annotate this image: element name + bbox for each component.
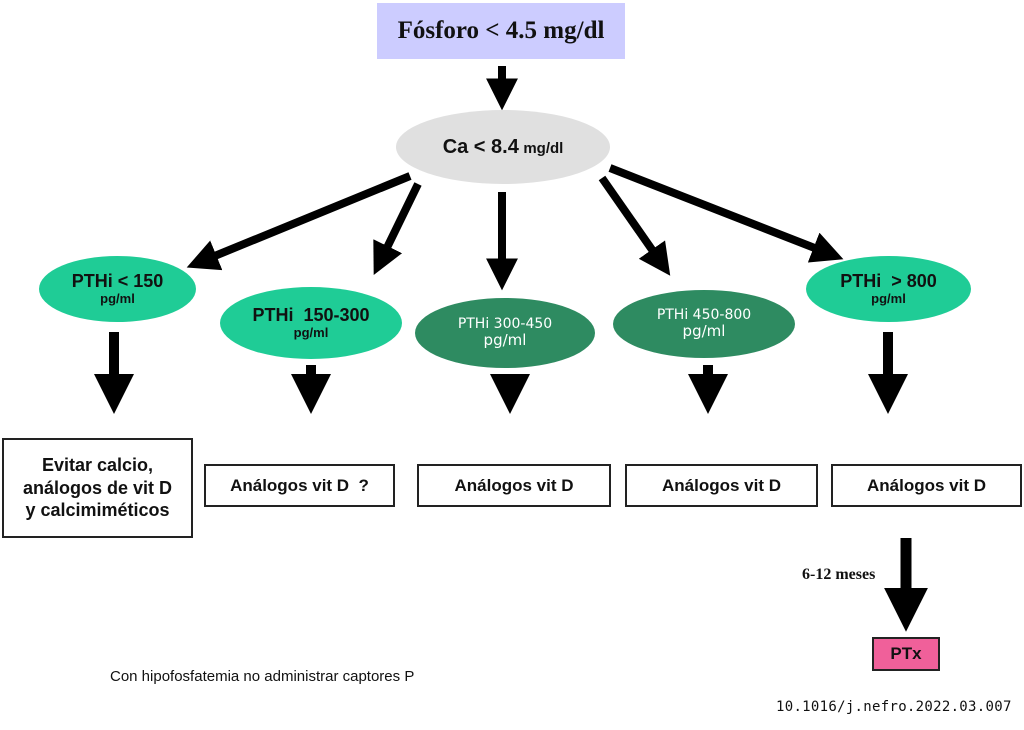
pth-node-label: PTHi 300-450 [457, 316, 553, 333]
arrow-calcium-to-pth-1 [186, 172, 412, 271]
arrow-calcium-to-pth-4 [598, 175, 671, 276]
treatment-text: Análogos vit D ? [230, 475, 369, 495]
pth-node-label: PTHi > 800 [840, 271, 937, 292]
treatment-box-vitd-questionable: Análogos vit D ? [204, 464, 395, 507]
calcium-condition-main: Ca < 8.4 [442, 135, 519, 158]
pth-node-label: PTHi 150-300 [252, 305, 370, 326]
pth-node-lt-150: PTHi < 150 pg/ml [39, 256, 196, 322]
calcium-condition-unit: mg/dl [523, 139, 564, 157]
calcium-condition-text: Ca < 8.4 mg/dl [443, 136, 564, 159]
treatment-line: y calcimiméticos [25, 500, 170, 521]
pth-node-unit: pg/ml [871, 290, 906, 306]
phosphorus-condition-node: Fósforo < 4.5 mg/dl [377, 3, 625, 59]
phosphorus-condition-text: Fósforo < 4.5 mg/dl [397, 17, 605, 44]
treatment-box-vitd: Análogos vit D [625, 464, 818, 507]
treatment-box-vitd: Análogos vit D [831, 464, 1022, 507]
parathyroidectomy-text: PTx [890, 644, 922, 663]
treatment-box-avoid: Evitar calcio, análogos de vit D y calci… [2, 438, 193, 538]
pth-node-unit: pg/ml [100, 290, 135, 306]
footnote: Con hipofosfatemia no administrar captor… [110, 668, 415, 685]
pth-node-unit: pg/ml [682, 322, 726, 341]
pth-node-300-450: PTHi 300-450 pg/ml [415, 298, 595, 368]
parathyroidectomy-node: PTx [872, 637, 940, 671]
pth-node-150-300: PTHi 150-300 pg/ml [220, 287, 402, 359]
arrow-calcium-to-pth-2 [373, 182, 422, 275]
treatment-line: Evitar calcio, [41, 455, 154, 476]
treatment-line: análogos de vit D [22, 477, 173, 498]
treatment-text: Análogos vit D [661, 475, 781, 495]
doi-label: 10.1016/j.nefro.2022.03.007 [776, 699, 1012, 715]
pth-node-label: PTHi < 150 [71, 271, 164, 292]
arrow-calcium-to-pth-5 [608, 164, 844, 263]
calcium-condition-node: Ca < 8.4 mg/dl [396, 110, 610, 184]
treatment-text: Análogos vit D [866, 475, 986, 495]
treatment-text: Análogos vit D [454, 475, 574, 495]
treatment-box-vitd: Análogos vit D [417, 464, 611, 507]
duration-label: 6-12 meses [802, 566, 876, 583]
pth-node-label: PTHi 450-800 [656, 307, 752, 324]
pth-node-unit: pg/ml [483, 331, 527, 350]
pth-node-gt-800: PTHi > 800 pg/ml [806, 256, 971, 322]
pth-node-450-800: PTHi 450-800 pg/ml [613, 290, 795, 358]
pth-node-unit: pg/ml [293, 324, 329, 340]
